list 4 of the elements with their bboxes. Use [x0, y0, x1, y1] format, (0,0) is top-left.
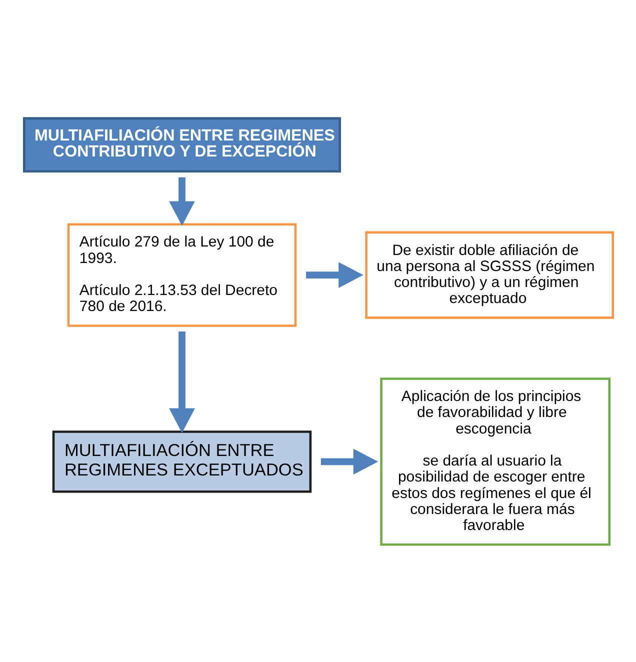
arrow: [320, 448, 378, 474]
arrow: [306, 262, 363, 288]
arrow: [168, 176, 194, 226]
arrow: [168, 331, 194, 433]
